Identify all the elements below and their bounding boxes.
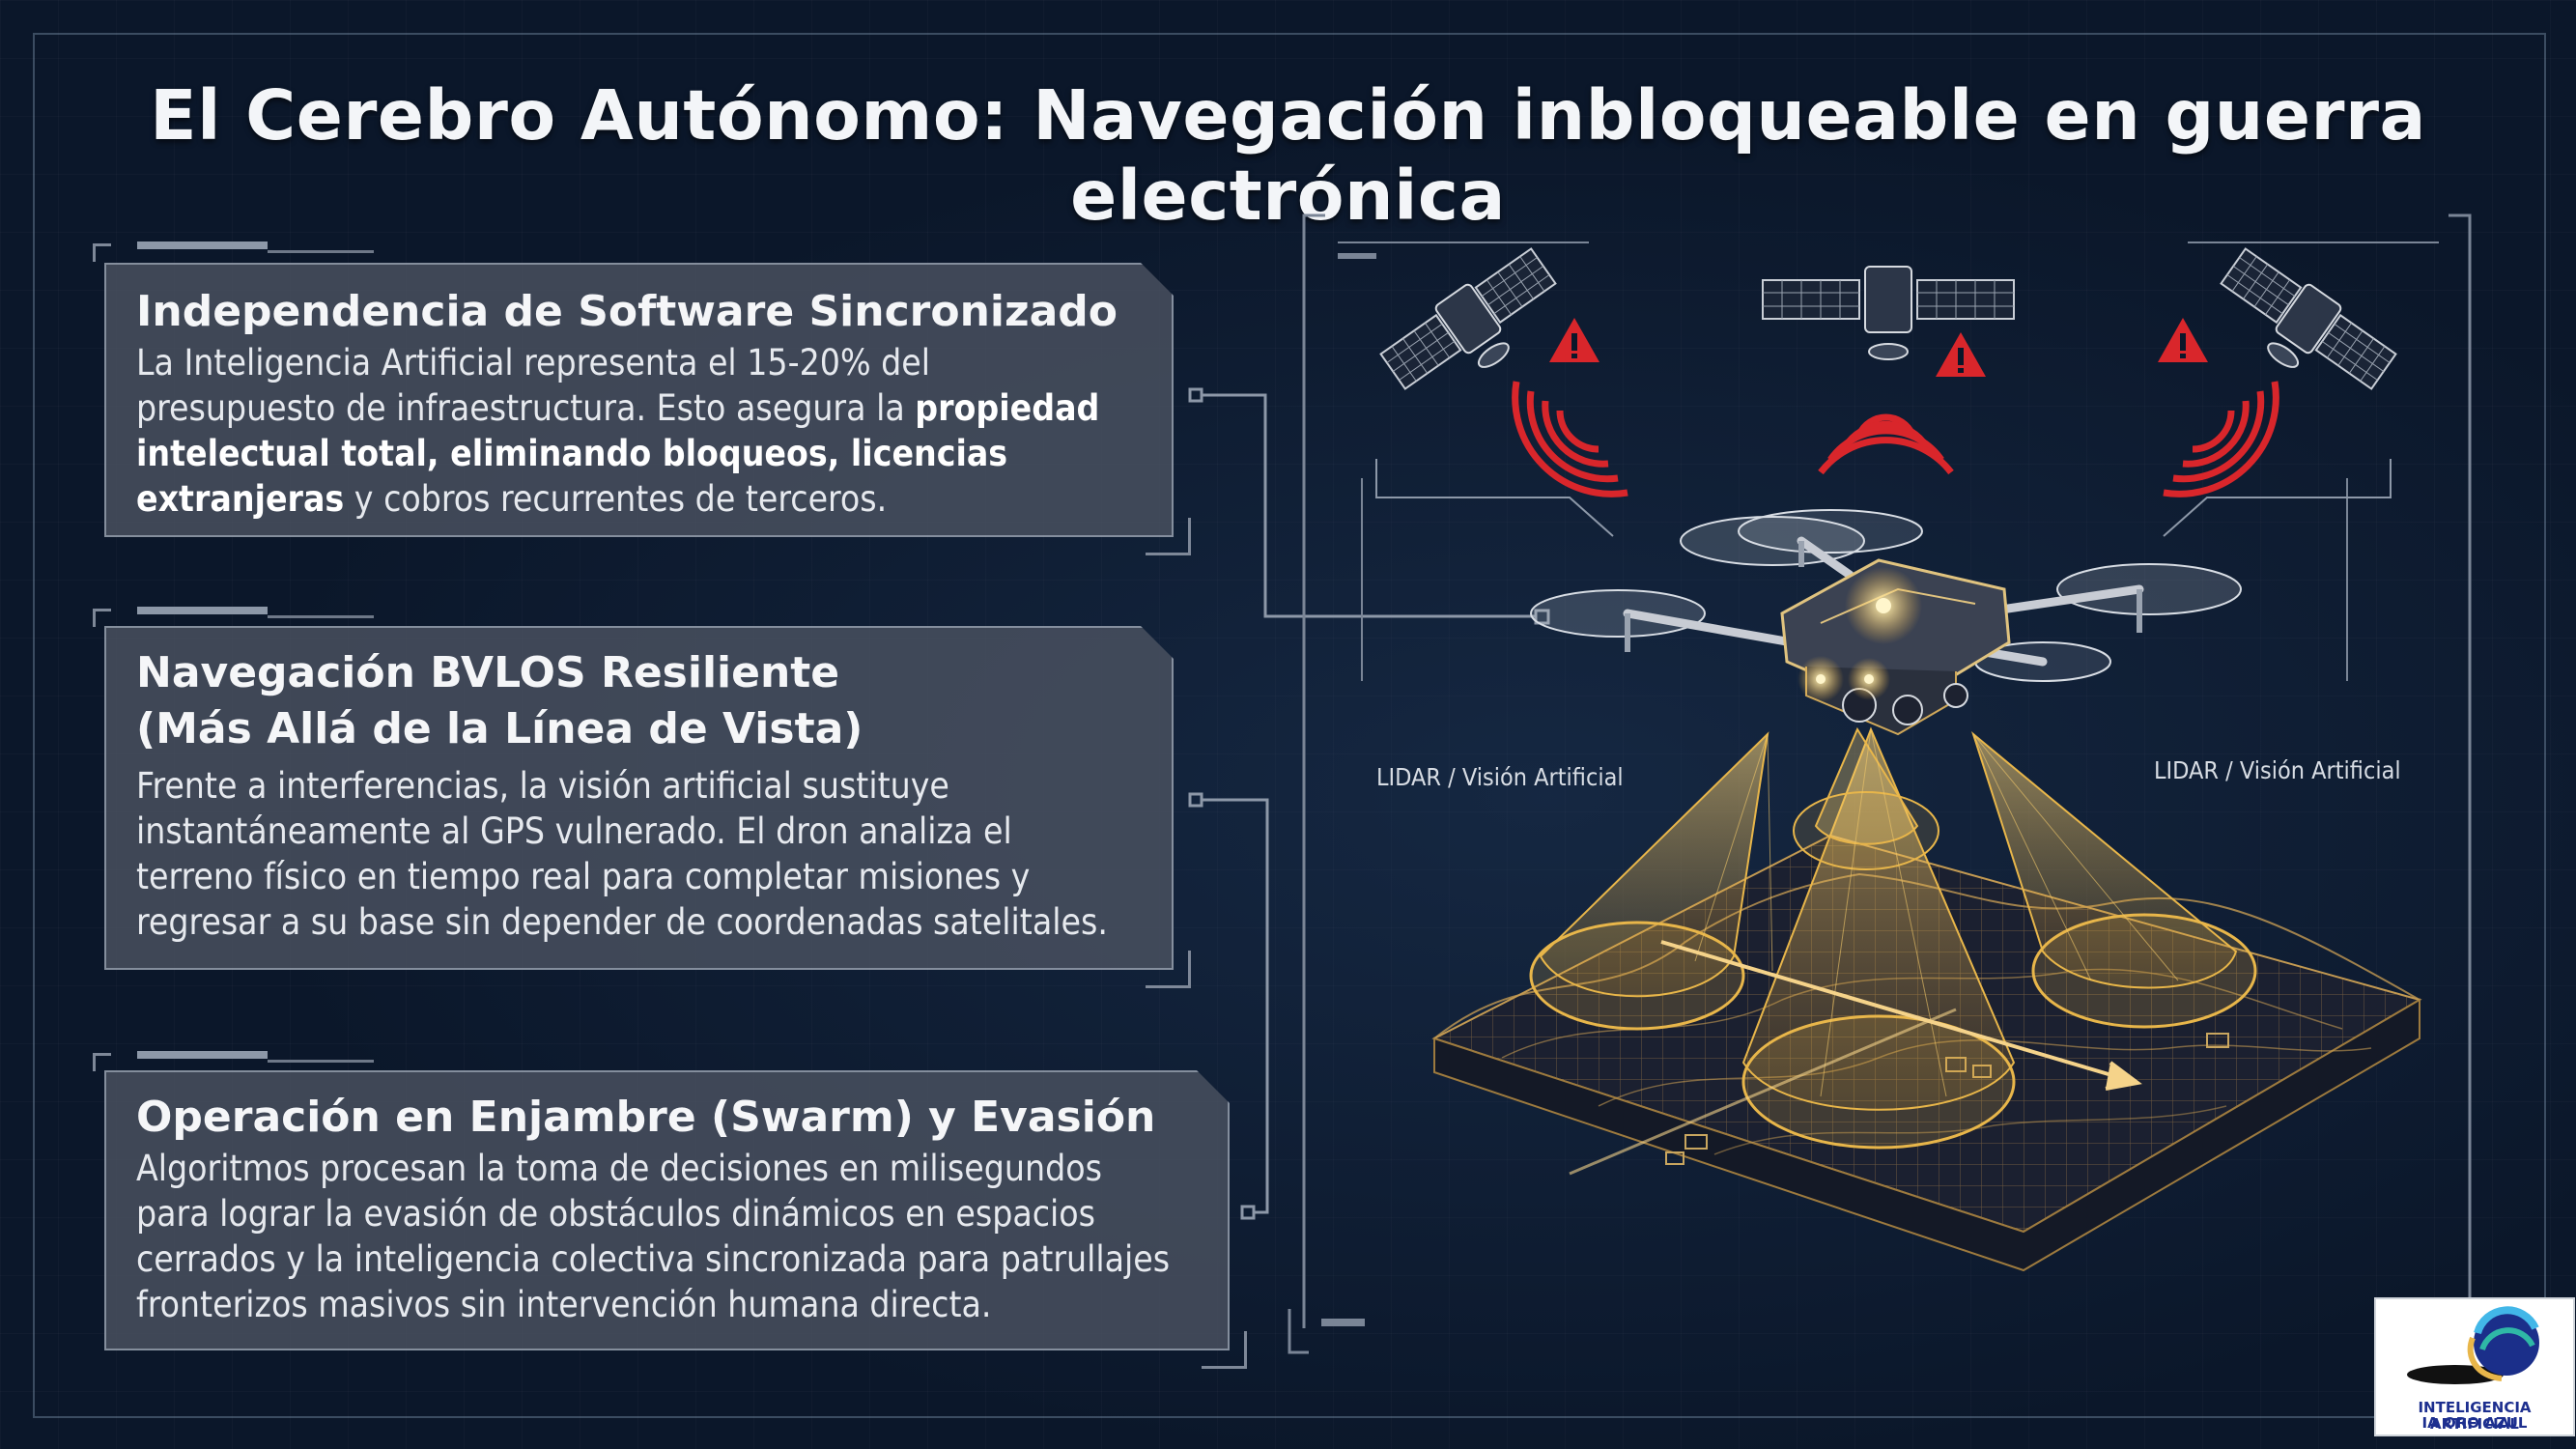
- satellite-icon: [1762, 266, 2015, 360]
- hud-frame: [1288, 213, 2472, 1354]
- signal-waves-icon: [1818, 413, 1954, 475]
- warning-triangle-icon: [1549, 318, 1599, 362]
- emphasis-text: propiedad: [915, 387, 1100, 429]
- panel-line-decoration: [268, 1060, 374, 1063]
- panel-body-line: Frente a interferencias, la visión artif…: [136, 763, 1143, 809]
- flight-path-arrow: [1569, 940, 2142, 1176]
- logo-text-line2: IA ORO AZUL: [2421, 1414, 2528, 1432]
- body-text: y cobros recurrentes de terceros.: [344, 478, 888, 520]
- body-text: terreno físico en tiempo real para compl…: [136, 856, 1031, 897]
- panel-body-line: intelectual total, eliminando bloqueos, …: [136, 431, 1143, 476]
- signal-waves-icon: [2163, 381, 2279, 497]
- panel-body-line: terreno físico en tiempo real para compl…: [136, 854, 1143, 899]
- panel-card: Operación en Enjambre (Swarm) y Evasión …: [104, 1070, 1230, 1350]
- body-text: cerrados y la inteligencia colectiva sin…: [136, 1238, 1171, 1280]
- signal-waves-icon: [1512, 381, 1628, 497]
- panel-corner-decoration: [1146, 951, 1191, 988]
- drone-icon: [1530, 509, 2242, 736]
- body-text: presupuesto de infraestructura. Esto ase…: [136, 387, 916, 429]
- panel-body-line: La Inteligencia Artificial representa el…: [136, 340, 1143, 385]
- panel-body-line: presupuesto de infraestructura. Esto ase…: [136, 385, 1143, 431]
- panel-heading-line: (Más Allá de la Línea de Vista): [136, 704, 863, 753]
- panel-body: La Inteligencia Artificial representa el…: [136, 340, 1143, 522]
- panel-body-line: extranjeras y cobros recurrentes de terc…: [136, 476, 1143, 522]
- brand-logo: INTELIGENCIA ARTIFICIAL IA ORO AZUL: [2374, 1297, 2575, 1436]
- panel-corner-decoration: [93, 609, 111, 627]
- panel-body: Algoritmos procesan la toma de decisione…: [136, 1146, 1199, 1327]
- panel-heading: Independencia de Software Sincronizado: [136, 284, 1143, 340]
- lidar-label-left: LIDAR / Visión Artificial: [1376, 763, 1624, 791]
- satellite-icon: [1379, 247, 1557, 390]
- body-text: instantáneamente al GPS vulnerado. El dr…: [136, 810, 1012, 852]
- panel-line-decoration: [268, 250, 374, 253]
- panel-heading: Navegación BVLOS Resiliente (Más Allá de…: [136, 645, 1143, 757]
- panel-tab-decoration: [137, 242, 268, 249]
- logo-text-line1: INTELIGENCIA ARTIFICIAL: [2418, 1399, 2532, 1433]
- label-leader-lines: [1375, 459, 2392, 537]
- warning-triangle-icon: [1936, 332, 1986, 377]
- panel-line-decoration: [268, 615, 374, 618]
- warning-triangle-icon: [2158, 318, 2208, 362]
- panel-tab-decoration: [137, 607, 268, 614]
- panel-body-line: para lograr la evasión de obstáculos din…: [136, 1191, 1199, 1236]
- page-title: El Cerebro Autónomo: Navegación inbloque…: [150, 75, 2426, 236]
- body-text: La Inteligencia Artificial representa el…: [136, 342, 931, 384]
- outer-frame: [33, 33, 2546, 1418]
- panel-card: Navegación BVLOS Resiliente (Más Allá de…: [104, 626, 1174, 970]
- panel-card: Independencia de Software Sincronizado L…: [104, 263, 1174, 537]
- lidar-label-right: LIDAR / Visión Artificial: [2154, 756, 2401, 784]
- satellite-icon: [2220, 247, 2397, 390]
- drone-scene-svg: [1288, 213, 2472, 1354]
- panel-body: Frente a interferencias, la visión artif…: [136, 763, 1143, 945]
- emphasis-text: intelectual total, eliminando bloqueos, …: [136, 433, 1008, 474]
- panel-body-line: Algoritmos procesan la toma de decisione…: [136, 1146, 1199, 1191]
- panel-body-line: instantáneamente al GPS vulnerado. El dr…: [136, 809, 1143, 854]
- panel-body-line: fronterizos masivos sin intervención hum…: [136, 1282, 1199, 1327]
- body-text: Algoritmos procesan la toma de decisione…: [136, 1148, 1102, 1189]
- panel-heading: Operación en Enjambre (Swarm) y Evasión: [136, 1090, 1199, 1146]
- drone-illustration: LIDAR / Visión Artificial LIDAR / Visión…: [1280, 208, 2497, 1367]
- body-text: fronterizos masivos sin intervención hum…: [136, 1284, 992, 1325]
- panel-tab-decoration: [137, 1051, 268, 1059]
- panel-heading-line: Navegación BVLOS Resiliente: [136, 648, 840, 697]
- panel-body-line: cerrados y la inteligencia colectiva sin…: [136, 1236, 1199, 1282]
- globe-logo-icon: [2407, 1306, 2539, 1384]
- body-text: regresar a su base sin depender de coord…: [136, 901, 1108, 943]
- panel-corner-decoration: [1202, 1331, 1247, 1369]
- body-text: Frente a interferencias, la visión artif…: [136, 765, 949, 807]
- body-text: para lograr la evasión de obstáculos din…: [136, 1193, 1095, 1235]
- emphasis-text: extranjeras: [136, 478, 345, 520]
- panel-corner-decoration: [1146, 518, 1191, 555]
- panel-body-line: regresar a su base sin depender de coord…: [136, 899, 1143, 945]
- panel-heading-line: Operación en Enjambre (Swarm) y Evasión: [136, 1093, 1156, 1142]
- panel-corner-decoration: [93, 243, 111, 262]
- panel-heading-line: Independencia de Software Sincronizado: [136, 287, 1118, 336]
- panel-corner-decoration: [93, 1053, 111, 1071]
